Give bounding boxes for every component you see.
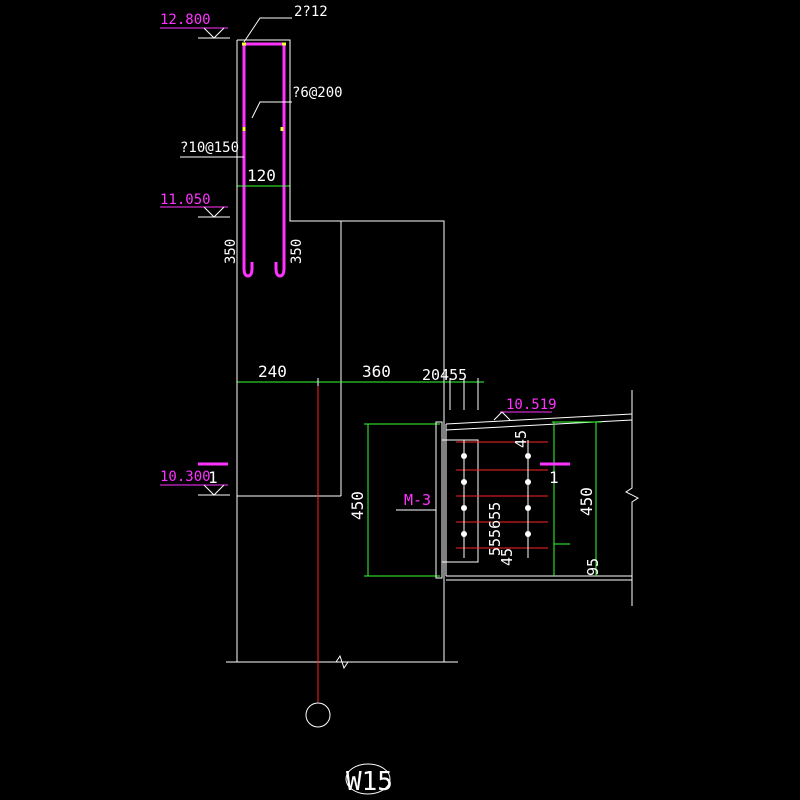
plate-stiffener <box>441 439 479 563</box>
bolt-group <box>456 440 548 558</box>
steel-beam <box>445 390 639 606</box>
dim-wall-width: 240 360 20455 <box>236 362 484 410</box>
rebar-hook-left <box>242 262 254 278</box>
elevation-low: 10.300 <box>160 469 230 496</box>
dim-beam-height-text: 450 <box>577 487 596 516</box>
leader-tie <box>251 101 292 119</box>
plate-body <box>435 421 443 579</box>
section-left-text: 1 <box>208 468 218 487</box>
elevation-mid-text: 11.050 <box>160 192 211 208</box>
rebar-leaders <box>180 17 292 158</box>
drawing-name-text: W15 <box>346 767 393 797</box>
axis-line <box>305 386 331 728</box>
rebar-main-outline <box>242 42 286 268</box>
drawing-name-ellipse <box>345 763 391 795</box>
dim-bolt-edge-bottom-text: 45 <box>498 548 516 566</box>
dim-anchor-left-text: 350 <box>223 239 239 264</box>
bolt-hole <box>461 505 467 511</box>
dim-plate-height-text: 450 <box>348 491 367 520</box>
dim-plate-height: 450 <box>348 423 440 577</box>
section-mark-left: 1 <box>198 462 228 487</box>
dim-top-small-text: 20455 <box>422 366 467 384</box>
bolt-hole <box>525 453 531 459</box>
embed-plate <box>435 421 479 579</box>
dim-beam-bottom-offset-text: 95 <box>584 558 602 576</box>
rebar-tie-label: ?6@200 <box>292 85 343 101</box>
beam-break-line <box>625 390 639 606</box>
embed-plate-label: M-3 <box>404 491 431 509</box>
beam-top-flange <box>445 413 633 425</box>
bolt-hole <box>525 479 531 485</box>
level-triangle <box>203 27 225 39</box>
drawing-title: W15 <box>345 763 393 797</box>
rebar-stirrup-label: ?10@150 <box>180 140 239 156</box>
dim-wall-left-text: 240 <box>258 362 287 381</box>
bolt-hole <box>461 531 467 537</box>
section-right-text: 1 <box>549 468 559 487</box>
bolt-hole <box>525 505 531 511</box>
dim-bolt-edge-top-text: 45 <box>512 430 530 448</box>
level-triangle <box>493 411 511 421</box>
beam-top-flange-inner <box>445 419 633 431</box>
elevation-mid: 11.050 <box>160 192 230 218</box>
axis-bubble <box>305 702 331 728</box>
dim-wall-right-text: 360 <box>362 362 391 381</box>
bolt-hole <box>461 453 467 459</box>
elevation-top-text: 12.800 <box>160 12 211 28</box>
dim-beam-height: 450 95 <box>552 421 602 576</box>
leader-main <box>243 17 292 43</box>
break-line-bottom <box>226 654 458 670</box>
bolt-hole <box>525 531 531 537</box>
parapet <box>226 39 458 670</box>
elevation-beam-text: 10.519 <box>506 397 557 413</box>
rebar-main-label: 2?12 <box>294 4 328 20</box>
dim-parapet-width: 120 <box>236 166 291 190</box>
section-mark-right: 1 <box>540 462 570 487</box>
elevation-top: 12.800 <box>160 12 230 39</box>
bolt-hole <box>461 479 467 485</box>
elevation-low-text: 10.300 <box>160 469 211 485</box>
rebar-hook-right <box>274 262 286 278</box>
level-triangle <box>203 206 225 218</box>
dim-parapet-width-text: 120 <box>247 166 276 185</box>
dim-bolt-spacing-text: 555655 <box>486 502 504 556</box>
rebar-cage <box>242 42 286 278</box>
dim-anchor-right-text: 350 <box>289 239 305 264</box>
elevation-beam: 10.519 <box>493 397 557 421</box>
